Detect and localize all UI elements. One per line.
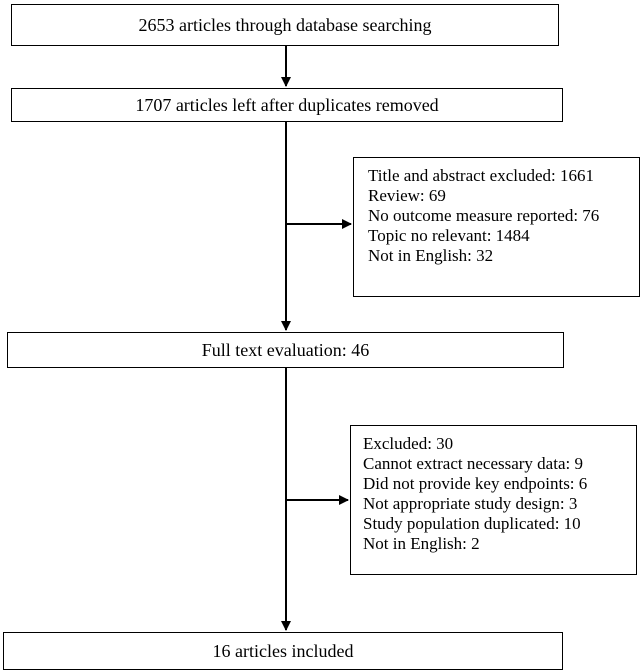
screening-exclusion-language: Not in English: 32 [368,246,494,265]
fulltext-box: Full text evaluation: 46 [7,332,564,368]
screening-exclusion-no-outcome: No outcome measure reported: 76 [368,206,600,225]
deduplicated-box: 1707 articles left after duplicates remo… [11,88,563,122]
deduplicated-text: 1707 articles left after duplicates remo… [135,95,439,115]
fulltext-text: Full text evaluation: 46 [201,340,370,360]
included-box: 16 articles included [3,632,563,670]
fulltext-exclusion-design: Not appropriate study design: 3 [363,494,578,513]
screening-exclusions-box: Title and abstract excluded: 1661 Review… [353,157,640,297]
fulltext-exclusion-language: Not in English: 2 [363,534,480,553]
fulltext-exclusion-total: Excluded: 30 [363,434,454,453]
fulltext-exclusion-duplicated: Study population duplicated: 10 [363,514,581,533]
screening-exclusion-topic: Topic no relevant: 1484 [368,226,530,245]
identification-text: 2653 articles through database searching [138,15,432,35]
fulltext-exclusions-box: Excluded: 30 Cannot extract necessary da… [350,425,637,575]
screening-exclusion-title-abstract: Title and abstract excluded: 1661 [368,166,594,185]
screening-exclusion-review: Review: 69 [368,186,446,205]
fulltext-exclusion-no-data: Cannot extract necessary data: 9 [363,454,583,473]
identification-box: 2653 articles through database searching [11,4,559,46]
fulltext-exclusion-no-endpoints: Did not provide key endpoints: 6 [363,474,588,493]
included-text: 16 articles included [212,641,354,661]
